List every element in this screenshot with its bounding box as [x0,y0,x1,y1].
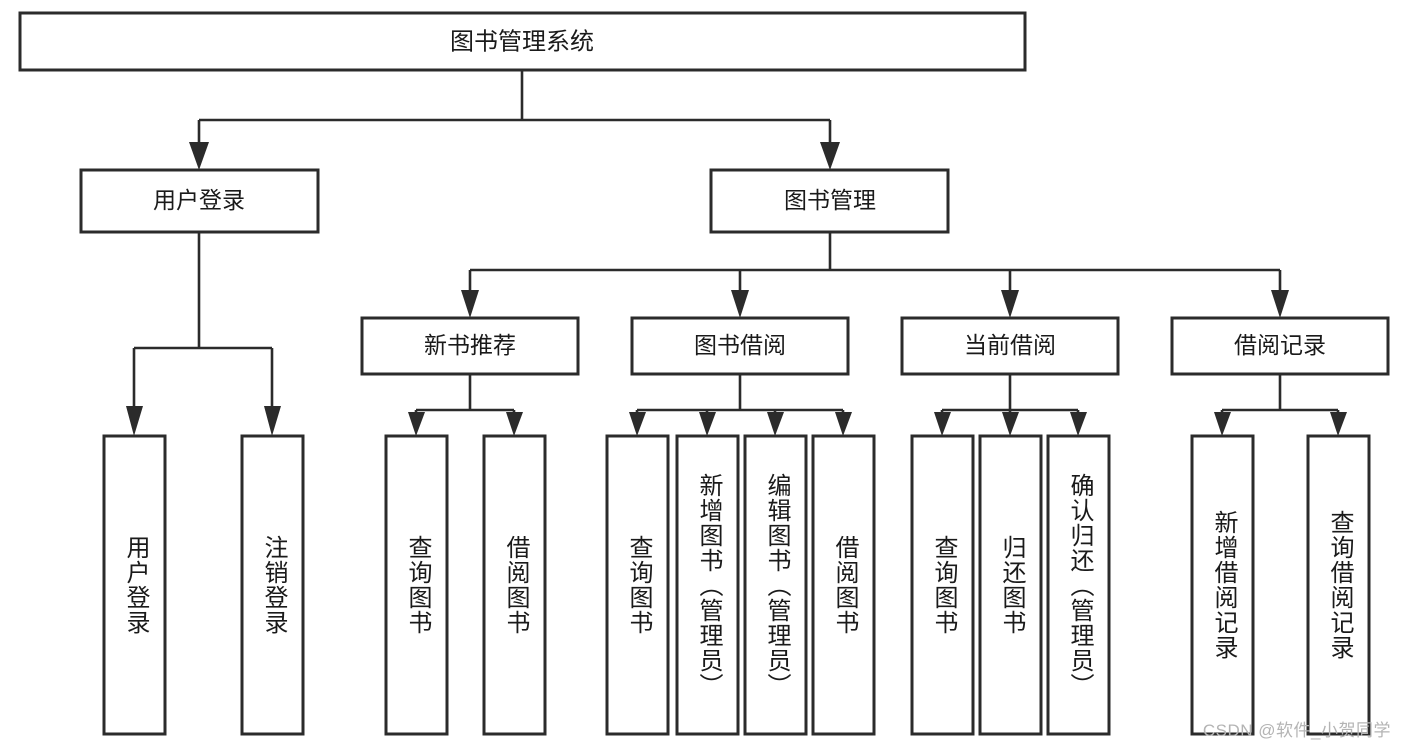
leaf-boxes-book-borrow [605,434,876,736]
connector-group-borrow-record [1214,374,1347,436]
connector-group-book-borrow [629,374,852,436]
arrowhead-leaf-newbook-0 [408,412,425,436]
leaf-box-user-login-1[interactable] [240,434,305,736]
arrowhead-leaf-newbook-1 [506,412,523,436]
connector-group-user-login [126,232,281,436]
arrowhead-leaf-borrowrecord-0 [1214,412,1231,436]
node-book-manage[interactable]: 图书管理 [709,168,950,234]
arrowhead-leaf-bookborrow-1 [699,412,716,436]
connector-group-root [189,70,840,170]
arrowhead-leaf-user-login-0 [126,406,143,436]
node-root-label: 图书管理系统 [450,28,594,55]
leaf-box-borrow-record-1[interactable] [1306,434,1371,736]
node-current-borrow-label: 当前借阅 [964,332,1056,358]
leaf-box-user-login-0[interactable] [102,434,167,736]
arrowhead-leaf-bookborrow-2 [767,412,784,436]
arrowhead-user-login [189,142,209,170]
csdn-watermark: CSDN @软件_小贺同学 [1202,721,1391,740]
node-root-box[interactable] [18,11,1027,72]
node-user-login[interactable]: 用户登录 [79,168,320,234]
node-user-login-box[interactable] [79,168,320,234]
node-root[interactable]: 图书管理系统 [18,11,1027,72]
leaf-box-borrow-record-0[interactable] [1190,434,1255,736]
leaf-boxes-new-book-recommend [384,434,547,736]
leaf-boxes-borrow-record [1190,434,1371,736]
leaf-box-new-book-0[interactable] [384,434,449,736]
arrowhead-book-borrow [731,290,749,318]
arrowhead-leaf-currentborrow-2 [1070,412,1087,436]
leaf-box-book-borrow-0[interactable] [605,434,670,736]
leaf-box-current-borrow-1[interactable] [978,434,1043,736]
arrowhead-leaf-currentborrow-1 [1002,412,1019,436]
arrowhead-current-borrow [1001,290,1019,318]
node-book-borrow[interactable]: 图书借阅 [630,316,850,376]
leaf-box-current-borrow-2[interactable] [1046,434,1111,736]
leaf-boxes-user-login [102,434,305,736]
leaf-box-new-book-1[interactable] [482,434,547,736]
node-new-book-recommend-box[interactable] [360,316,580,376]
arrowhead-new-book [461,290,479,318]
node-current-borrow[interactable]: 当前借阅 [900,316,1120,376]
arrowhead-leaf-bookborrow-3 [835,412,852,436]
node-borrow-record-label: 借阅记录 [1234,332,1326,358]
arrowhead-leaf-bookborrow-0 [629,412,646,436]
connector-group-current-borrow [934,374,1087,436]
node-borrow-record[interactable]: 借阅记录 [1170,316,1390,376]
node-book-manage-box[interactable] [709,168,950,234]
leaf-boxes-current-borrow [910,434,1111,736]
node-book-borrow-box[interactable] [630,316,850,376]
node-current-borrow-box[interactable] [900,316,1120,376]
node-new-book-recommend[interactable]: 新书推荐 [360,316,580,376]
arrowhead-leaf-currentborrow-0 [934,412,951,436]
connector-group-book-manage [461,232,1289,318]
node-book-manage-label: 图书管理 [784,187,876,213]
connector-group-new-book [408,374,523,436]
node-user-login-label: 用户登录 [153,187,245,213]
leaf-box-book-borrow-1[interactable] [675,434,740,736]
leaf-box-current-borrow-0[interactable] [910,434,975,736]
arrowhead-book-manage [820,142,840,170]
leaf-box-book-borrow-2[interactable] [743,434,808,736]
node-book-borrow-label: 图书借阅 [694,332,786,358]
arrowhead-leaf-user-login-1 [264,406,281,436]
node-borrow-record-box[interactable] [1170,316,1390,376]
leaf-box-book-borrow-3[interactable] [811,434,876,736]
arrowhead-leaf-borrowrecord-1 [1330,412,1347,436]
node-new-book-recommend-label: 新书推荐 [424,332,516,358]
arrowhead-borrow-record [1271,290,1289,318]
